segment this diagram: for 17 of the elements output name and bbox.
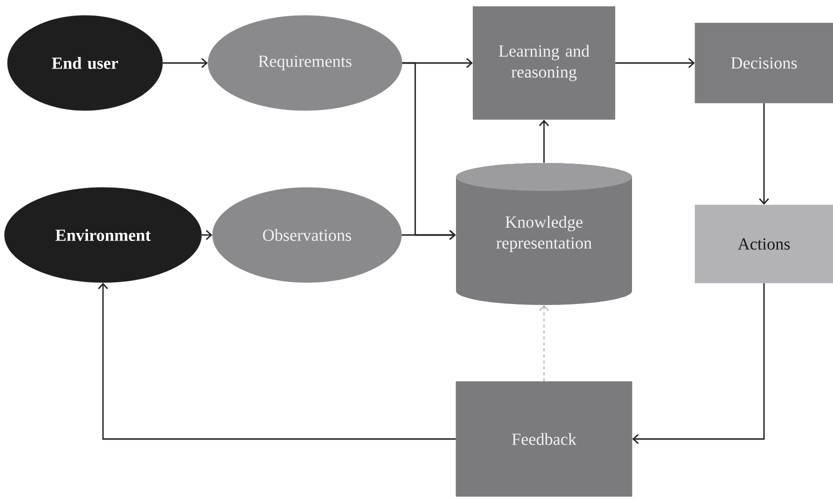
arrow xyxy=(632,283,765,444)
arrow xyxy=(539,305,549,382)
process-box: Learning and reasoning xyxy=(472,6,616,120)
arrow xyxy=(758,103,770,205)
process-box: Feedback xyxy=(456,381,632,497)
arrow xyxy=(98,282,456,440)
process-box: Actions xyxy=(694,204,833,284)
process-box: Decisions xyxy=(694,22,833,104)
arrow xyxy=(402,230,456,240)
ellipse-node: End user xyxy=(7,15,163,111)
ellipse-node: Environment xyxy=(4,187,202,283)
ellipse-node: Requirements xyxy=(208,15,402,111)
database-cylinder: Knowledge representation xyxy=(456,163,632,305)
arrow xyxy=(538,120,550,163)
arrow xyxy=(615,58,695,68)
ellipse-node: Observations xyxy=(212,187,402,283)
arrow xyxy=(162,58,208,68)
